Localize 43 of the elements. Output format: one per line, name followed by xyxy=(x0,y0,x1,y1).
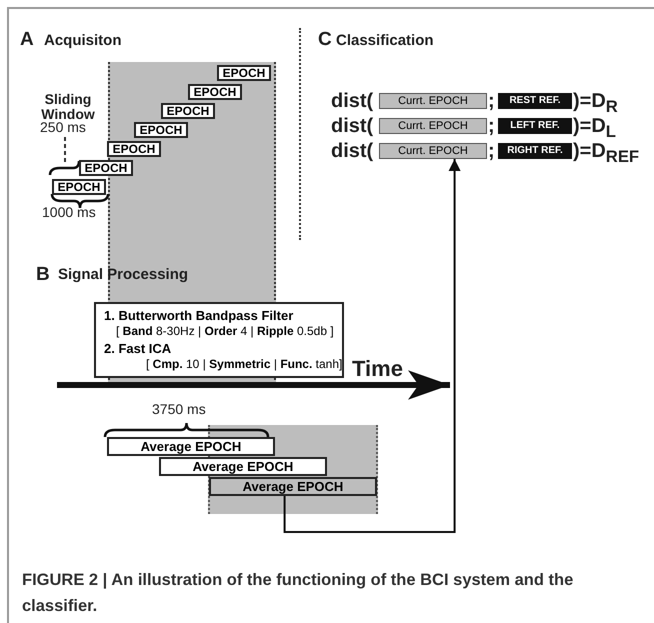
panel-title: Signal Processing xyxy=(58,267,188,282)
formula-text: ; xyxy=(488,141,495,161)
parameter-text: [ Band 8-30Hz | Order 4 | Ripple 0.5db ] xyxy=(116,325,334,337)
duration-label: 3750 ms xyxy=(152,402,206,416)
panel-title: Acquisiton xyxy=(44,33,122,48)
formula-text: )=D$_{REF}$ xyxy=(573,141,640,166)
window-label: Sliding Window xyxy=(40,92,96,122)
panel-title: Classification xyxy=(336,33,434,48)
panel-letter: B xyxy=(36,265,50,284)
arrow xyxy=(284,159,461,533)
formula-text: dist( xyxy=(331,91,374,111)
epoch-box: EPOCH xyxy=(52,179,106,195)
formula-text: ; xyxy=(488,116,495,136)
duration-label: 250 ms xyxy=(40,120,86,134)
step-heading: 1. Butterworth Bandpass Filter xyxy=(104,309,294,322)
epoch-box: EPOCH xyxy=(107,141,161,157)
reference-box: RIGHT REF. xyxy=(498,143,572,159)
figure-caption: FIGURE 2 | An illustration of the functioning of the BCI system and the classifier. xyxy=(22,570,574,617)
formula-text: dist( xyxy=(331,116,374,136)
formula-text: )=D$_{L}$ xyxy=(573,116,616,141)
epoch-box: EPOCH xyxy=(188,84,242,100)
formula-text: )=D$_{R}$ xyxy=(573,91,618,116)
formula-text: ; xyxy=(488,91,495,111)
average-epoch-box: Average EPOCH xyxy=(107,437,275,456)
panel-letter: A xyxy=(20,30,34,49)
current-epoch-box: Currt. EPOCH xyxy=(379,143,487,159)
current-epoch-box: Currt. EPOCH xyxy=(379,118,487,134)
step-heading: 2. Fast ICA xyxy=(104,342,172,355)
parameter-text: [ Cmp. 10 | Symmetric | Func. tanh] xyxy=(146,358,342,370)
reference-box: LEFT REF. xyxy=(498,118,572,134)
axis-label: Time xyxy=(352,358,403,380)
formula-text: dist( xyxy=(331,141,374,161)
average-epoch-box: Average EPOCH xyxy=(159,457,327,476)
epoch-box: EPOCH xyxy=(161,103,215,119)
process-box xyxy=(94,302,344,378)
panel-letter: C xyxy=(318,30,332,49)
reference-box: REST REF. xyxy=(498,93,572,109)
current-epoch-box: Currt. EPOCH xyxy=(379,93,487,109)
average-epoch-box: Average EPOCH xyxy=(209,477,377,496)
epoch-box: EPOCH xyxy=(134,122,188,138)
epoch-box: EPOCH xyxy=(217,65,271,81)
epoch-box: EPOCH xyxy=(79,160,133,176)
duration-label: 1000 ms xyxy=(42,205,96,219)
